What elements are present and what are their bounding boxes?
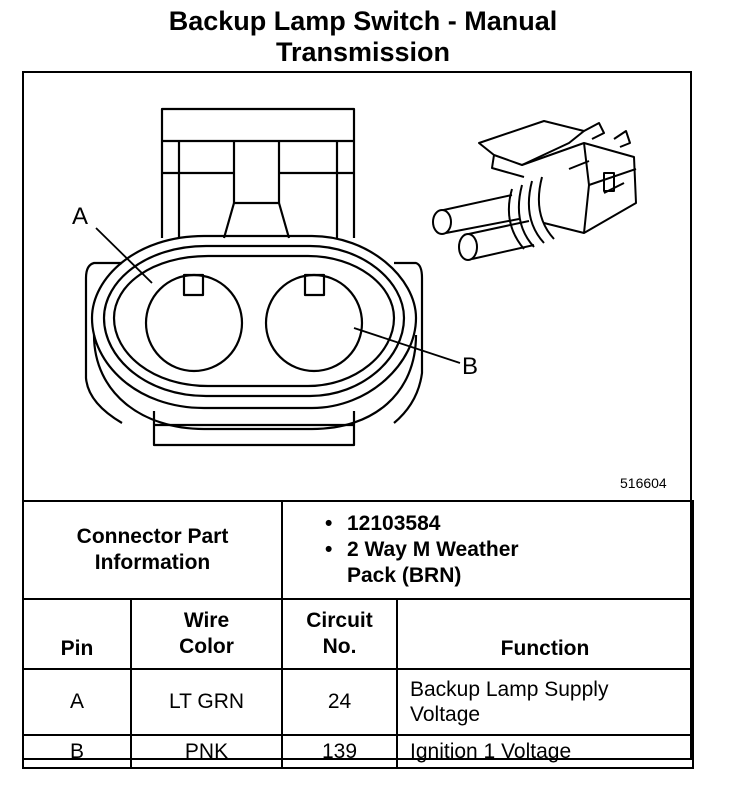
title-line-1: Backup Lamp Switch - Manual (168, 6, 558, 36)
connector-part-info-label-line-2: Information (94, 551, 211, 574)
function-cell: Ignition 1 Voltage (396, 734, 694, 769)
callout-b-label: B (462, 353, 479, 380)
connector-seal-ring-outer (102, 244, 406, 398)
function-cell: Backup Lamp Supply Voltage (396, 668, 694, 736)
connector-side-ears (84, 261, 424, 424)
circuit-cell: 24 (281, 668, 398, 736)
header-function: Function (396, 598, 694, 670)
header-wire-color: Wire Color (130, 598, 283, 670)
pin-table-header-row: Pin Wire Color Circuit No. Function (22, 598, 694, 670)
connector-shell-lip (92, 334, 418, 431)
wire-color-cell: LT GRN (130, 668, 283, 736)
diagram-frame: A B 516604 Connector Part Information 12… (22, 71, 694, 769)
figure-number: 516604 (620, 475, 667, 491)
wire-color-cell: PNK (130, 734, 283, 769)
connector-part-info-label: Connector Part Information (22, 500, 283, 600)
connector-part-info-label-line-1: Connector Part (76, 525, 229, 548)
callout-a-label: A (72, 203, 89, 230)
leader-line-a (95, 227, 153, 284)
circuit-cell: 139 (281, 734, 398, 769)
part-number: 12103584 (325, 511, 692, 537)
connector-bottom-tab (152, 411, 356, 447)
connector-figure: A B 516604 (24, 73, 690, 500)
connector-drawing (84, 107, 637, 447)
title-line-2: Transmission (275, 37, 451, 67)
header-pin: Pin (22, 598, 132, 670)
table-row: A LT GRN 24 Backup Lamp Supply Voltage (22, 668, 694, 736)
connector-part-info-row: Connector Part Information 12103584 2 Wa… (22, 500, 694, 600)
cavity-b (264, 273, 364, 373)
connector-description: 2 Way M Weather Pack (BRN) (325, 537, 692, 589)
leader-line-b (353, 327, 461, 364)
connector-outer-shell (90, 234, 418, 410)
header-circuit-no: Circuit No. (281, 598, 398, 670)
connector-part-info-values: 12103584 2 Way M Weather Pack (BRN) (281, 500, 694, 600)
cavity-b-key (303, 273, 326, 297)
connector-3d-view (432, 120, 637, 261)
connector-latch (160, 107, 356, 239)
pin-cell: B (22, 734, 132, 769)
pin-cell: A (22, 668, 132, 736)
connector-seal-ring-inner (112, 254, 396, 388)
connector-info-table: Connector Part Information 12103584 2 Wa… (22, 500, 694, 769)
cavity-a (144, 273, 244, 373)
diagram-title: Backup Lamp Switch - Manual Transmission (0, 6, 726, 68)
table-row: B PNK 139 Ignition 1 Voltage (22, 734, 694, 769)
cavity-a-key (182, 273, 205, 297)
